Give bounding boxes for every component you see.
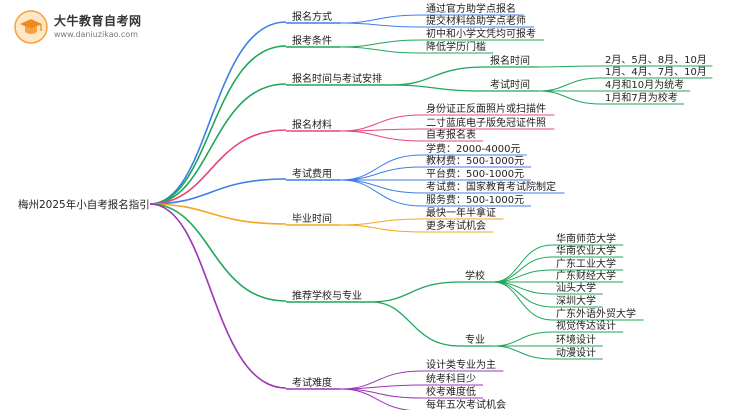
leaf-topic: 设计类专业为主 (426, 358, 496, 371)
leaf-link (493, 331, 553, 347)
sub-topic: 专业 (465, 333, 485, 346)
leaf-link (340, 14, 423, 24)
leaf-link (538, 65, 602, 68)
root-topic: 梅州2025年小自考报名指引 (18, 198, 150, 211)
leaf-topic: 华南农业大学 (556, 244, 616, 257)
sub-link (371, 281, 460, 303)
branch-topic: 报名方式 (292, 10, 332, 23)
leaf-topic: 视觉传达设计 (556, 319, 616, 332)
leaf-topic: 广东工业大学 (556, 257, 616, 270)
leaf-link (340, 224, 423, 233)
leaf-topic: 服务费：500-1000元 (426, 193, 524, 206)
sub-topic: 考试时间 (490, 78, 530, 91)
branch-link (149, 178, 287, 205)
branch-topic: 考试难度 (292, 376, 332, 389)
leaf-topic: 4月和10月为统考 (605, 78, 684, 91)
leaf-topic: 广东外语外贸大学 (556, 307, 636, 320)
leaf-link (340, 46, 423, 54)
leaf-topic: 初中和小学文凭均可报考 (426, 27, 536, 40)
leaf-topic: 平台费：500-1000元 (426, 167, 524, 180)
branch-topic: 报名材料 (292, 118, 332, 131)
branch-topic: 报名时间与考试安排 (292, 72, 382, 85)
leaf-topic: 教材费：500-1000元 (426, 154, 524, 167)
leaf-link (493, 345, 553, 360)
leaf-link (538, 90, 602, 105)
sub-topic: 学校 (465, 269, 485, 282)
leaf-link (340, 218, 423, 226)
leaf-topic: 2月、5月、8月、10月 (605, 54, 707, 66)
branch-link (149, 45, 287, 205)
leaf-topic: 汕头大学 (556, 281, 596, 294)
leaf-link (538, 77, 602, 92)
sub-link (371, 301, 460, 347)
leaf-link (493, 244, 553, 283)
leaf-link (340, 384, 423, 390)
leaf-topic: 通过官方助学点报名 (426, 2, 516, 15)
leaf-link (493, 281, 553, 321)
leaf-link (340, 179, 423, 207)
leaf-link (340, 39, 423, 48)
leaf-link (340, 22, 423, 28)
leaf-topic: 自考报名表 (426, 128, 476, 141)
leaf-topic: 校考难度低 (426, 385, 476, 398)
leaf-topic: 1月和7月为校考 (605, 91, 678, 104)
graduation-cap-icon (14, 10, 48, 44)
leaf-link (340, 388, 412, 410)
mind-map-nodes: 梅州2025年小自考报名指引 报名方式 通过官方助学点报名提交材料给助学点老师报考条… (18, 2, 707, 410)
leaf-link (340, 179, 423, 194)
branch-link (149, 203, 287, 302)
leaf-topic: 1月、4月、7月、10月 (605, 66, 707, 78)
leaf-topic: 环境设计 (556, 333, 596, 346)
branch-link (149, 129, 287, 205)
leaf-topic: 华南师范大学 (556, 232, 616, 245)
brand-name: 大牛教育自考网 (54, 14, 142, 28)
leaf-topic: 广东财经大学 (556, 269, 616, 282)
leaf-topic: 二寸蓝底电子版免冠证件照 (426, 116, 546, 129)
leaf-topic: 动漫设计 (556, 346, 596, 359)
sub-link (391, 66, 485, 86)
branch-topic: 考试费用 (292, 167, 332, 180)
branch-topic: 毕业时间 (292, 212, 332, 225)
leaf-topic: 更多考试机会 (426, 219, 486, 232)
leaf-topic: 每年五次考试机会 (426, 398, 506, 410)
sub-link (391, 84, 485, 92)
branch-link (149, 203, 287, 389)
branch-topic: 报考条件 (292, 34, 332, 47)
sub-topic: 报名时间 (490, 54, 530, 67)
mind-map-links (149, 14, 713, 410)
leaf-topic: 提交材料给助学点老师 (426, 14, 526, 27)
brand-logo: 大牛教育自考网 www.daniuzikao.com (14, 8, 154, 48)
leaf-topic: 深圳大学 (556, 294, 596, 307)
leaf-topic: 最快一年半拿证 (426, 206, 496, 219)
branch-link (149, 203, 287, 225)
brand-url: www.daniuzikao.com (54, 30, 138, 39)
leaf-link (340, 130, 423, 142)
branch-link (149, 21, 287, 205)
branch-topic: 推荐学校与专业 (292, 289, 362, 302)
leaf-topic: 学费：2000-4000元 (426, 142, 521, 155)
leaf-topic: 身份证正反面照片或扫描件 (426, 102, 546, 115)
branch-link (149, 83, 287, 205)
leaf-topic: 统考科目少 (426, 372, 476, 385)
leaf-topic: 考试费：国家教育考试院制定 (426, 180, 556, 193)
leaf-topic: 降低学历门槛 (426, 40, 486, 53)
leaf-link (340, 166, 423, 181)
